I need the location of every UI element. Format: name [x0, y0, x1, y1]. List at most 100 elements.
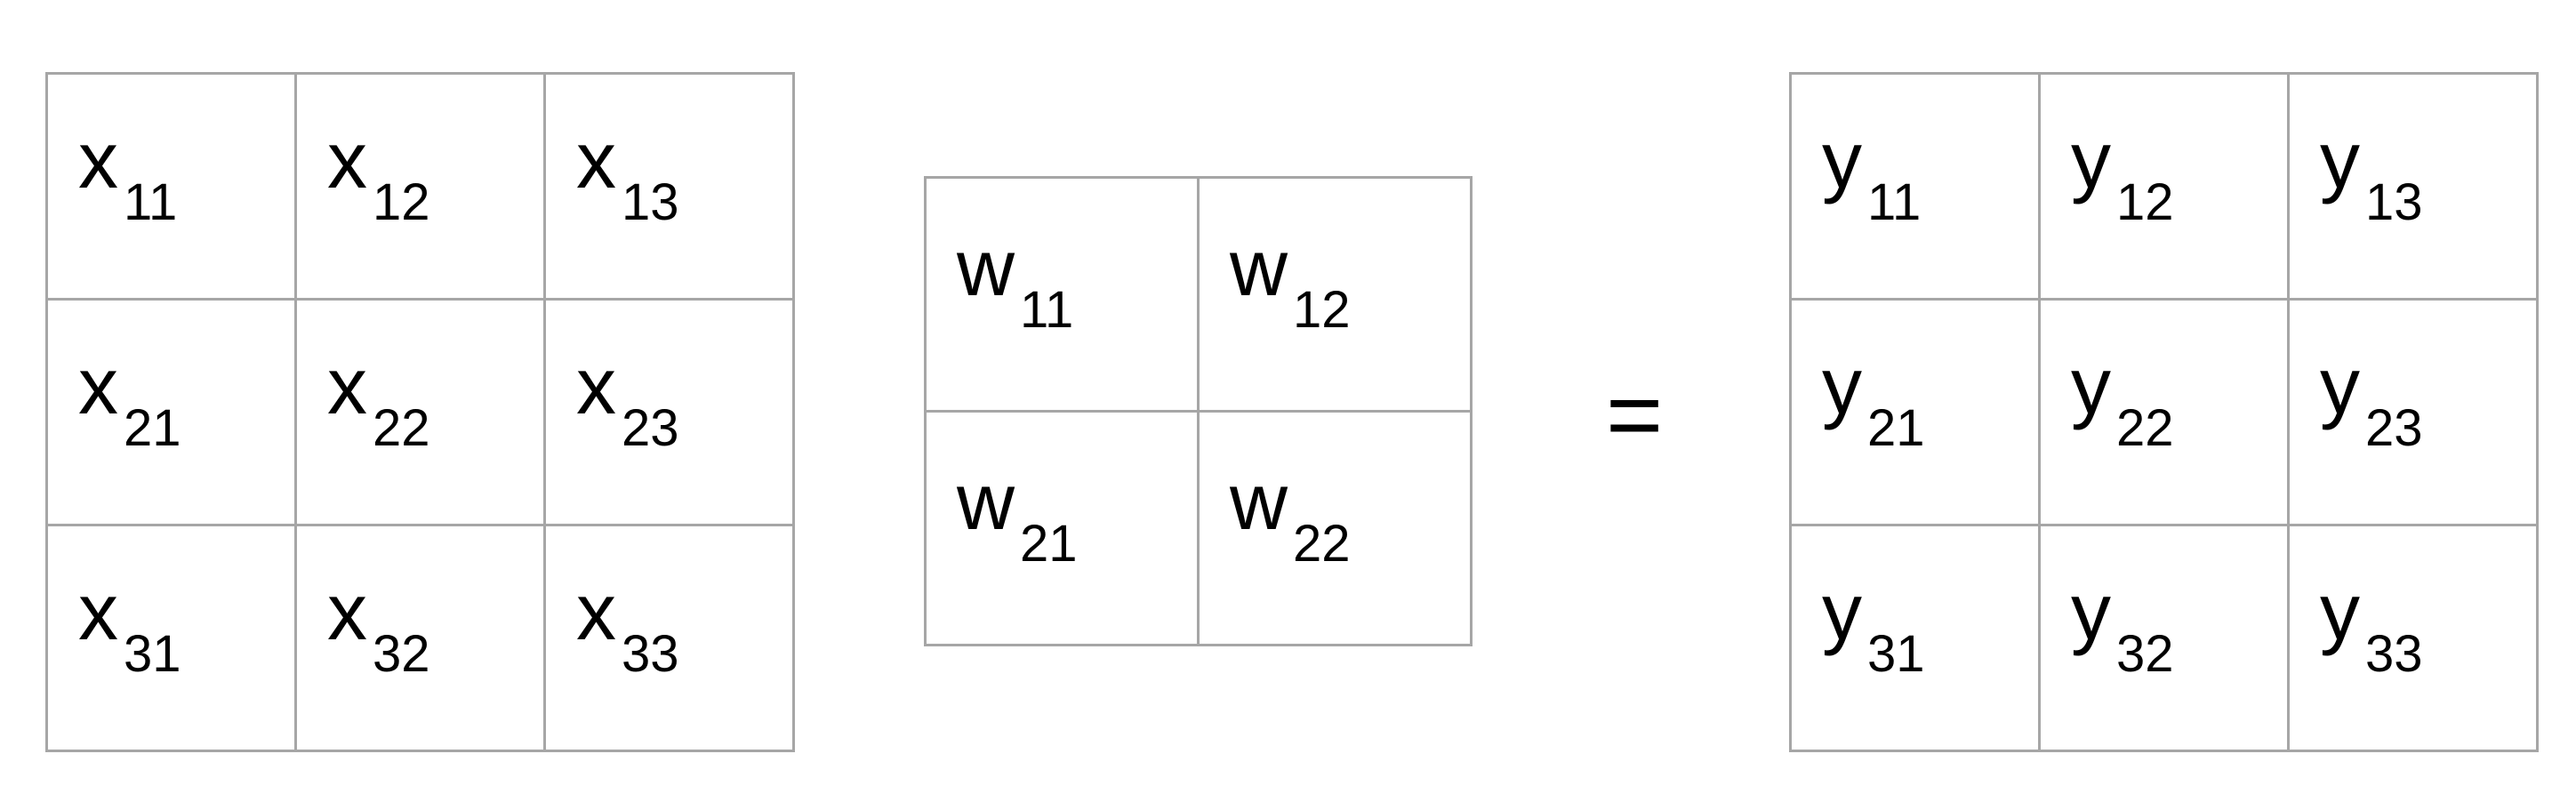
entry-subscript: 31	[124, 625, 181, 683]
entry-subscript: 11	[124, 173, 178, 231]
entry-symbol: x	[78, 116, 118, 205]
entry-subscript: 33	[2365, 625, 2423, 683]
entry-symbol: w	[957, 458, 1015, 547]
entry-subscript: 22	[1293, 515, 1351, 573]
entry-symbol: w	[957, 224, 1015, 313]
entry-symbol: x	[327, 116, 367, 205]
entry-subscript: 11	[1867, 173, 1922, 231]
entry-subscript: 21	[124, 399, 181, 457]
entry-subscript: 32	[373, 625, 430, 683]
entry-subscript: 31	[1867, 625, 1925, 683]
entry-subscript: 13	[622, 173, 679, 231]
entry-subscript: 21	[1867, 399, 1925, 457]
entry-symbol: y	[1822, 342, 1862, 431]
entry-symbol: w	[1230, 224, 1288, 313]
entry-symbol: x	[576, 342, 616, 431]
entry-symbol: x	[576, 568, 616, 657]
entry-subscript: 32	[2116, 625, 2174, 683]
entry-subscript: 21	[1020, 515, 1078, 573]
entry-subscript: 11	[1020, 281, 1074, 339]
entry-symbol: y	[1822, 568, 1862, 657]
entry-symbol: x	[78, 342, 118, 431]
entry-subscript: 22	[2116, 399, 2174, 457]
entry-symbol: y	[2071, 342, 2111, 431]
entry-subscript: 12	[373, 173, 430, 231]
entry-symbol: y	[2320, 568, 2360, 657]
entry-symbol: y	[2320, 116, 2360, 205]
entry-subscript: 23	[622, 399, 679, 457]
entry-subscript: 12	[2116, 173, 2174, 231]
entry-subscript: 13	[2365, 173, 2423, 231]
entry-subscript: 33	[622, 625, 679, 683]
entry-symbol: y	[1822, 116, 1862, 205]
entry-symbol: x	[576, 116, 616, 205]
entry-symbol: y	[2071, 116, 2111, 205]
entry-subscript: 12	[1293, 281, 1351, 339]
entry-symbol: y	[2071, 568, 2111, 657]
entry-symbol: w	[1230, 458, 1288, 547]
equals-sign: =	[1606, 360, 1664, 469]
entry-symbol: x	[327, 342, 367, 431]
entry-symbol: x	[327, 568, 367, 657]
entry-symbol: x	[78, 568, 118, 657]
entry-subscript: 22	[373, 399, 430, 457]
entry-subscript: 23	[2365, 399, 2423, 457]
entry-symbol: y	[2320, 342, 2360, 431]
